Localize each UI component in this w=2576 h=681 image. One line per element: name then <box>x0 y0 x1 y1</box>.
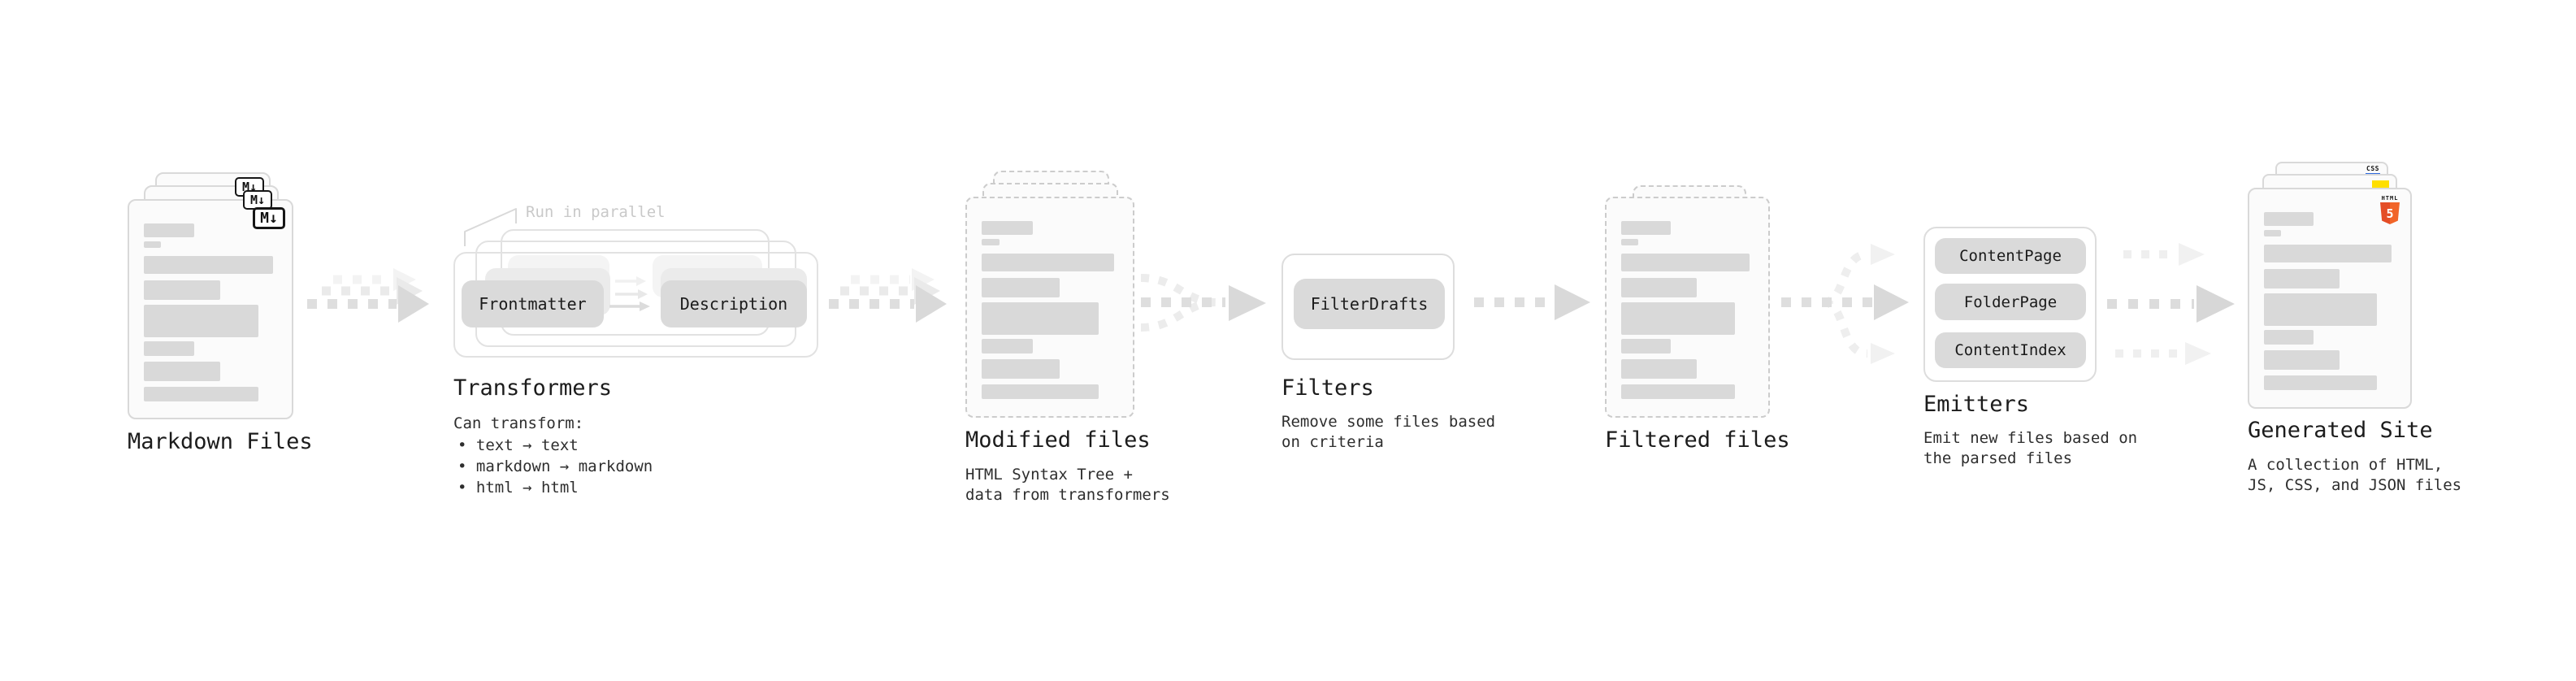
filters-description: Remove some files based on criteria <box>1281 413 1496 451</box>
contentpage-node: ContentPage <box>1935 238 2086 274</box>
placeholder-line <box>144 341 194 356</box>
stage-label-modified-files: Modified files <box>965 427 1151 453</box>
file-content-placeholder <box>2264 212 2394 390</box>
html5-icon-number: 5 <box>2386 206 2394 221</box>
stage-label-filtered-files: Filtered files <box>1605 427 1790 453</box>
placeholder-line <box>982 339 1034 354</box>
placeholder-line <box>982 384 1099 399</box>
placeholder-line <box>1621 359 1698 379</box>
parallel-mini-arrows <box>609 276 650 311</box>
arrow-markdown-to-transformers <box>307 268 429 323</box>
stage-label-filters: Filters <box>1281 375 1374 401</box>
placeholder-line <box>1621 239 1638 245</box>
transformers-description-title: Can transform: <box>453 414 584 432</box>
placeholder-line <box>144 256 273 274</box>
filtered-file-card <box>1605 197 1770 418</box>
html5-icon-shield: 5 <box>2380 202 2400 224</box>
markdown-file-card: M↓ <box>128 199 293 419</box>
placeholder-line <box>144 387 258 401</box>
modified-file-card <box>965 197 1134 418</box>
filterdrafts-node: FilterDrafts <box>1294 279 1445 329</box>
placeholder-line <box>982 221 1034 235</box>
bullet-item: • text → text <box>458 436 579 454</box>
placeholder-line <box>144 223 194 237</box>
placeholder-line <box>1621 278 1698 297</box>
emitters-description: Emit new files based on the parsed files <box>1923 429 2138 467</box>
stage-label-generated-site: Generated Site <box>2248 418 2433 443</box>
emitters-frame <box>1923 227 2097 382</box>
filters-frame <box>1281 254 1455 360</box>
description-node: Description <box>661 280 807 327</box>
placeholder-line <box>2264 230 2281 236</box>
stage-label-emitters: Emitters <box>1923 392 2030 417</box>
placeholder-line <box>144 280 220 300</box>
placeholder-line <box>982 278 1060 297</box>
placeholder-line <box>144 241 162 248</box>
placeholder-line <box>2264 350 2340 370</box>
placeholder-line <box>1621 221 1672 235</box>
file-content-placeholder <box>144 223 275 401</box>
placeholder-line <box>2264 293 2378 326</box>
placeholder-line <box>2264 245 2392 262</box>
run-in-parallel-bracket <box>464 208 517 246</box>
markdown-icon: M↓ <box>243 190 272 210</box>
arrow-modified-to-filters <box>1140 274 1266 332</box>
arrow-emitters-to-site <box>2107 243 2235 365</box>
placeholder-line <box>144 362 220 381</box>
placeholder-line <box>2264 375 2378 390</box>
transformers-bullet-list: • text → text • markdown → markdown • ht… <box>458 435 653 498</box>
placeholder-line <box>2264 269 2340 288</box>
placeholder-line <box>1621 339 1672 354</box>
placeholder-line <box>2264 212 2314 226</box>
placeholder-line <box>1621 254 1750 271</box>
markdown-icon-text: M↓ <box>249 193 266 207</box>
stage-label-markdown-files: Markdown Files <box>128 429 313 454</box>
arrow-transformers-to-modified <box>829 268 947 323</box>
arrow-filters-to-filtered <box>1474 284 1590 320</box>
folderpage-node: FolderPage <box>1935 284 2086 320</box>
bullet-item: • html → html <box>458 479 579 497</box>
placeholder-line <box>1621 302 1736 335</box>
placeholder-line <box>982 239 1000 245</box>
markdown-icon: M↓ <box>253 207 285 229</box>
generated-site-description: A collection of HTML, JS, CSS, and JSON … <box>2248 456 2462 494</box>
arrow-filtered-to-emitters <box>1781 244 1909 364</box>
file-content-placeholder <box>982 221 1117 399</box>
contentindex-node: ContentIndex <box>1935 332 2086 368</box>
css-icon-text: CSS <box>2366 165 2379 172</box>
run-in-parallel-annotation: Run in parallel <box>526 203 666 221</box>
site-file-card-html: HTML 5 <box>2248 188 2412 409</box>
placeholder-line <box>2264 330 2314 345</box>
bullet-item: • markdown → markdown <box>458 458 653 475</box>
html5-icon: HTML 5 <box>2379 195 2400 224</box>
markdown-icon-text: M↓ <box>260 210 278 227</box>
transformers-frame-outer <box>453 252 818 358</box>
file-content-placeholder <box>1621 221 1752 399</box>
stage-label-transformers: Transformers <box>453 375 613 401</box>
js-icon <box>2372 180 2389 188</box>
html5-icon-word: HTML <box>2381 195 2399 202</box>
placeholder-line <box>982 359 1060 379</box>
placeholder-line <box>982 254 1114 271</box>
frontmatter-node: Frontmatter <box>462 280 604 327</box>
placeholder-line <box>1621 384 1736 399</box>
placeholder-line <box>144 305 258 337</box>
modified-files-description: HTML Syntax Tree + data from transformer… <box>965 466 1170 504</box>
placeholder-line <box>982 302 1099 335</box>
